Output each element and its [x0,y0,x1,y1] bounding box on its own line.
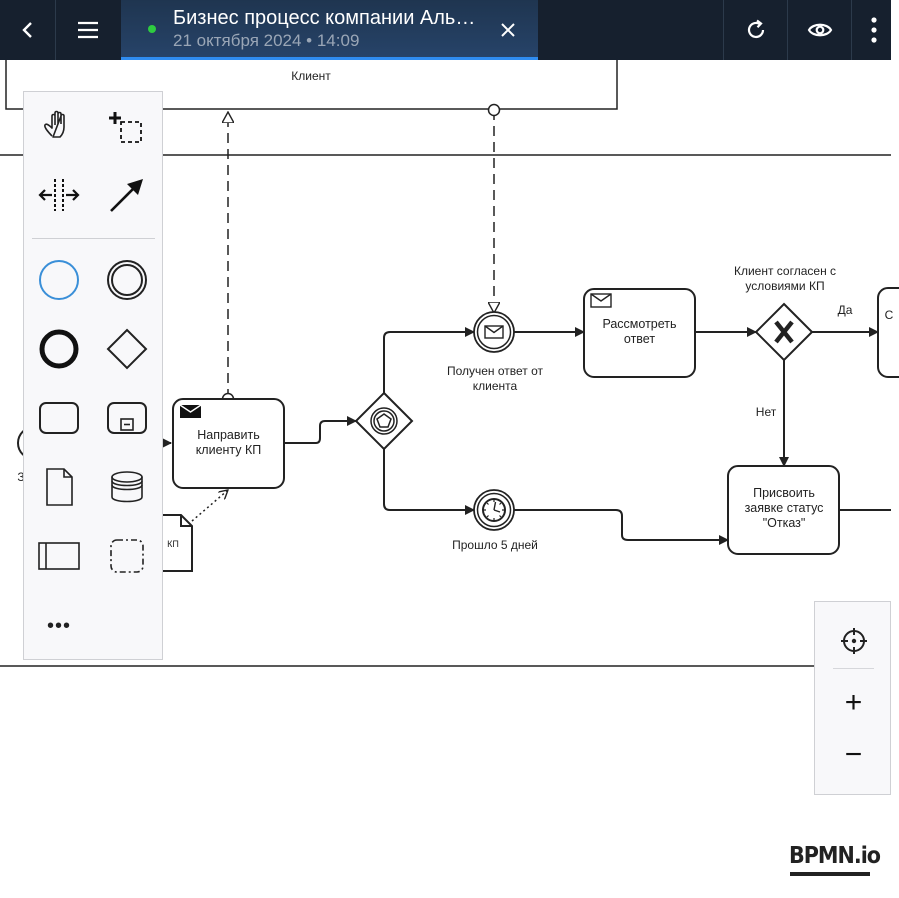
document-date: 21 октября 2024 • 14:09 [173,31,360,50]
connect-tool[interactable] [97,167,157,223]
message-flow-source-client [487,103,501,117]
start-event-label: З [17,470,25,484]
lasso-tool[interactable] [97,98,157,154]
zoom-out-button[interactable]: − [844,738,863,771]
task-assign-reject-label: Присвоить заявке статус "Отказ" [744,486,824,530]
more-button[interactable] [856,0,891,60]
reset-view-button[interactable] [815,616,892,666]
status-dot [148,25,156,33]
sequence-flow-to-gateway[interactable] [284,416,357,444]
hand-icon [44,110,65,138]
gateway-icon [106,328,148,370]
zoom-in-button[interactable]: + [844,686,863,719]
group-icon [110,539,144,573]
association-kp[interactable] [191,490,228,522]
task-review-answer-label: Рассмотреть ответ [602,317,677,346]
arrow-icon [110,179,143,212]
menu-button[interactable] [56,0,120,60]
create-data-store[interactable] [97,459,157,515]
create-intermediate-event[interactable] [97,252,157,308]
event-based-gateway[interactable] [354,391,414,451]
space-tool-icon [38,179,80,211]
timer-catch-event[interactable] [473,489,515,531]
bpmn-io-logo[interactable]: BPMN.io [789,843,881,869]
tab-active-indicator [121,57,538,60]
intermediate-event-icon [107,260,147,300]
timer-event-label: Прошло 5 дней [452,538,538,552]
lasso-icon [109,112,142,143]
create-task[interactable] [29,390,89,446]
end-event-icon [39,329,79,369]
crosshair-icon [840,628,867,654]
top-bar: Бизнес процесс компании Аль… 21 октября … [0,0,891,60]
hand-tool[interactable] [29,98,89,154]
data-store-icon [111,471,143,503]
space-tool[interactable] [29,167,89,223]
palette-separator [32,238,155,239]
refresh-icon [747,19,764,39]
chevron-left-icon [21,22,32,38]
receive-message-icon [590,293,612,308]
create-data-object[interactable] [29,459,89,515]
more-tools-button[interactable]: ••• [46,614,71,637]
partial-task-label: С [884,308,894,322]
pool-icon [38,542,80,570]
send-message-icon [179,404,202,418]
create-pool[interactable] [29,528,89,584]
sequence-flow-to-timer[interactable] [383,449,475,515]
flow-yes-label: Да [837,303,853,317]
refresh-button[interactable] [724,0,787,60]
task-partial-right[interactable] [877,287,899,378]
message-catch-event[interactable] [473,311,515,353]
subprocess-icon [107,402,147,434]
document-title: Бизнес процесс компании Аль… [173,7,476,29]
bpmn-io-logo-underline [790,872,870,876]
zoom-controls: + − [814,601,891,795]
task-icon [39,402,79,434]
create-start-event[interactable] [29,252,89,308]
pool-client-label: Клиент [291,69,331,83]
diagram-canvas[interactable]: Клиент З Направить клиенту КП Рассмотрет… [0,60,899,898]
start-event-icon [39,260,79,300]
back-button[interactable] [0,0,55,60]
data-object-icon [46,468,73,506]
task-send-offer-label: Направить клиенту КП [195,428,262,457]
create-end-event[interactable] [29,321,89,377]
create-gateway[interactable] [97,321,157,377]
document-tab[interactable]: Бизнес процесс компании Аль… 21 октября … [121,0,538,60]
more-vertical-icon [870,17,877,43]
create-subprocess[interactable] [97,390,157,446]
hamburger-icon [78,21,98,39]
message-event-label: Получен ответ от клиента [446,364,544,393]
close-icon[interactable] [496,18,520,42]
gateway-label: Клиент согласен с условиями КП [733,264,837,293]
exclusive-gateway[interactable] [754,302,814,362]
preview-button[interactable] [788,0,851,60]
zoom-separator [833,668,874,669]
tool-palette: ••• [23,91,163,660]
data-object-label: КП [167,539,179,549]
create-group[interactable] [97,528,157,584]
sequence-flow-to-message[interactable] [383,327,475,393]
eye-icon [807,23,832,37]
sequence-flow-timer-to-reject[interactable] [514,509,729,545]
flow-no-label: Нет [755,405,777,419]
